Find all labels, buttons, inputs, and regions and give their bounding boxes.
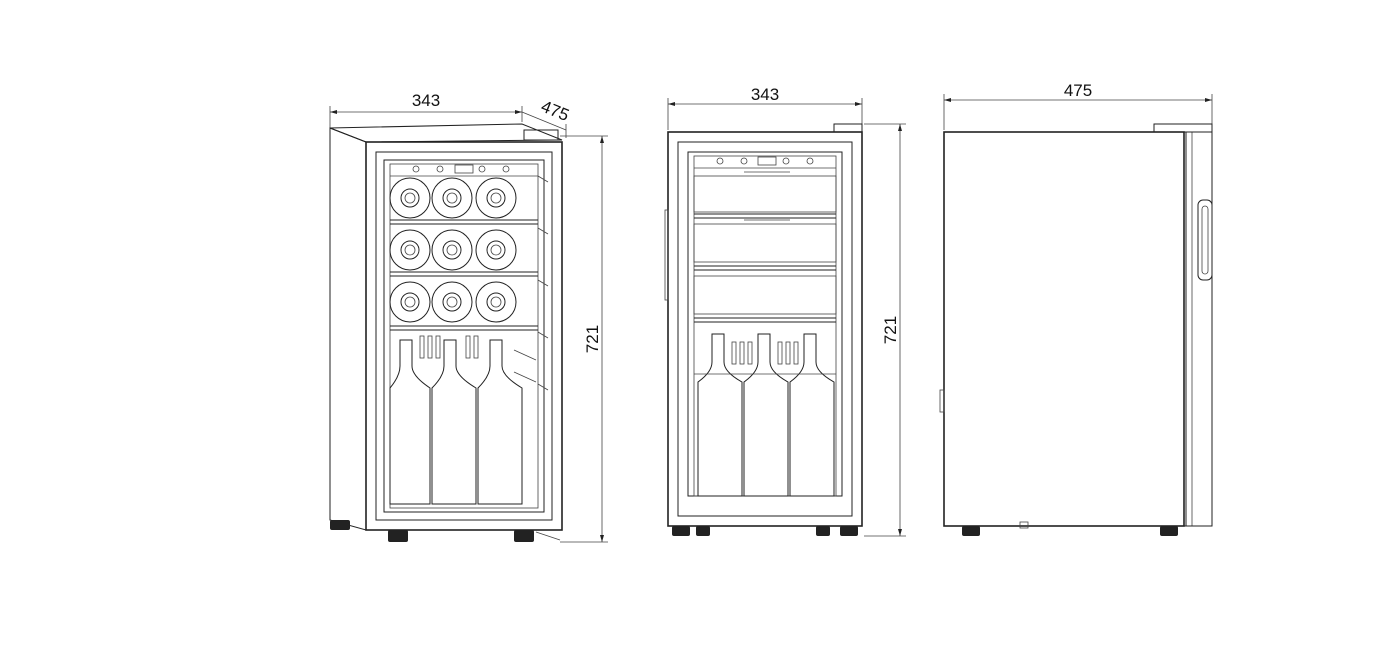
perspective-height-dimension: 721 <box>560 135 608 543</box>
front-width-dimension: 343 <box>667 85 863 130</box>
front-width-label: 343 <box>751 85 779 104</box>
front-height-dimension: 721 <box>864 123 906 537</box>
side-depth-label: 475 <box>1064 81 1092 100</box>
perspective-depth-dimension: 475 <box>521 97 572 138</box>
side-cabinet <box>939 123 1213 536</box>
perspective-width-label: 343 <box>412 91 440 110</box>
front-view: 343 721 <box>664 85 906 537</box>
side-depth-dimension: 475 <box>943 81 1213 130</box>
side-view: 475 <box>939 81 1213 536</box>
perspective-cabinet <box>329 123 563 542</box>
perspective-height-label: 721 <box>583 325 602 353</box>
perspective-lying-bottles <box>389 177 517 323</box>
perspective-width-dimension: 343 <box>329 91 523 128</box>
perspective-view: 343 475 721 <box>329 91 608 543</box>
front-height-label: 721 <box>881 316 900 344</box>
front-cabinet <box>664 123 863 536</box>
perspective-standing-bottles <box>389 335 537 505</box>
front-standing-bottles <box>694 333 836 497</box>
